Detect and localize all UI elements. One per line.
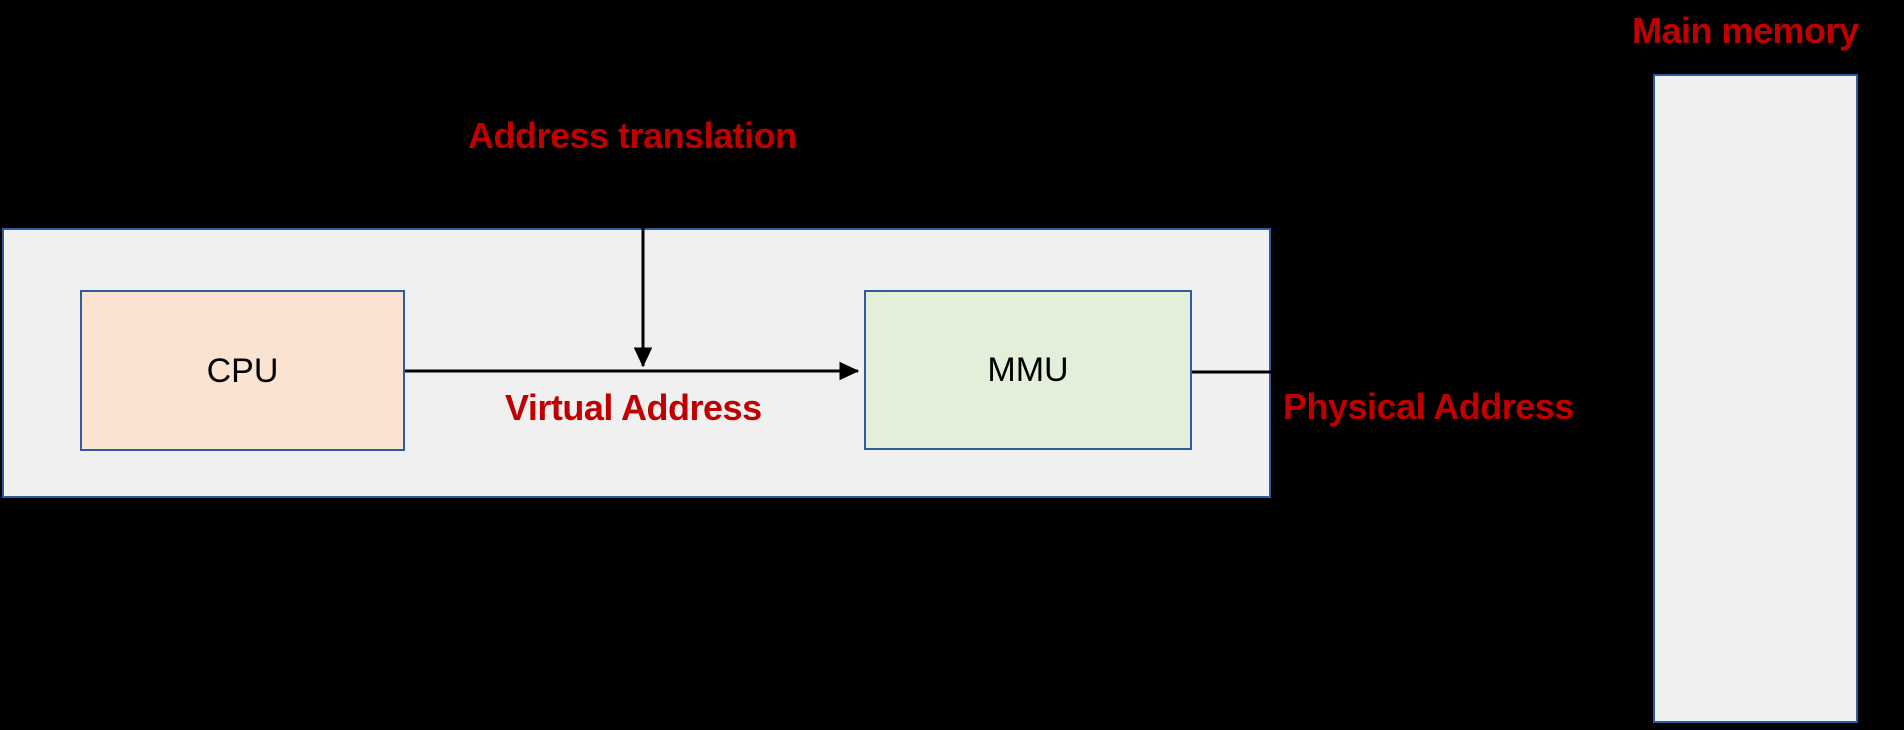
main-memory-label: Main memory bbox=[1632, 10, 1859, 51]
cpu-box: CPU bbox=[80, 290, 405, 451]
cpu-box-label: CPU bbox=[206, 352, 279, 390]
virtual-address-label: Virtual Address bbox=[505, 387, 762, 428]
mmu-box: MMU bbox=[864, 290, 1192, 450]
main-memory-box bbox=[1653, 74, 1858, 723]
mmu-box-label: MMU bbox=[987, 351, 1069, 389]
physical-address-label: Physical Address bbox=[1283, 386, 1574, 427]
address-translation-label: Address translation bbox=[468, 115, 797, 156]
